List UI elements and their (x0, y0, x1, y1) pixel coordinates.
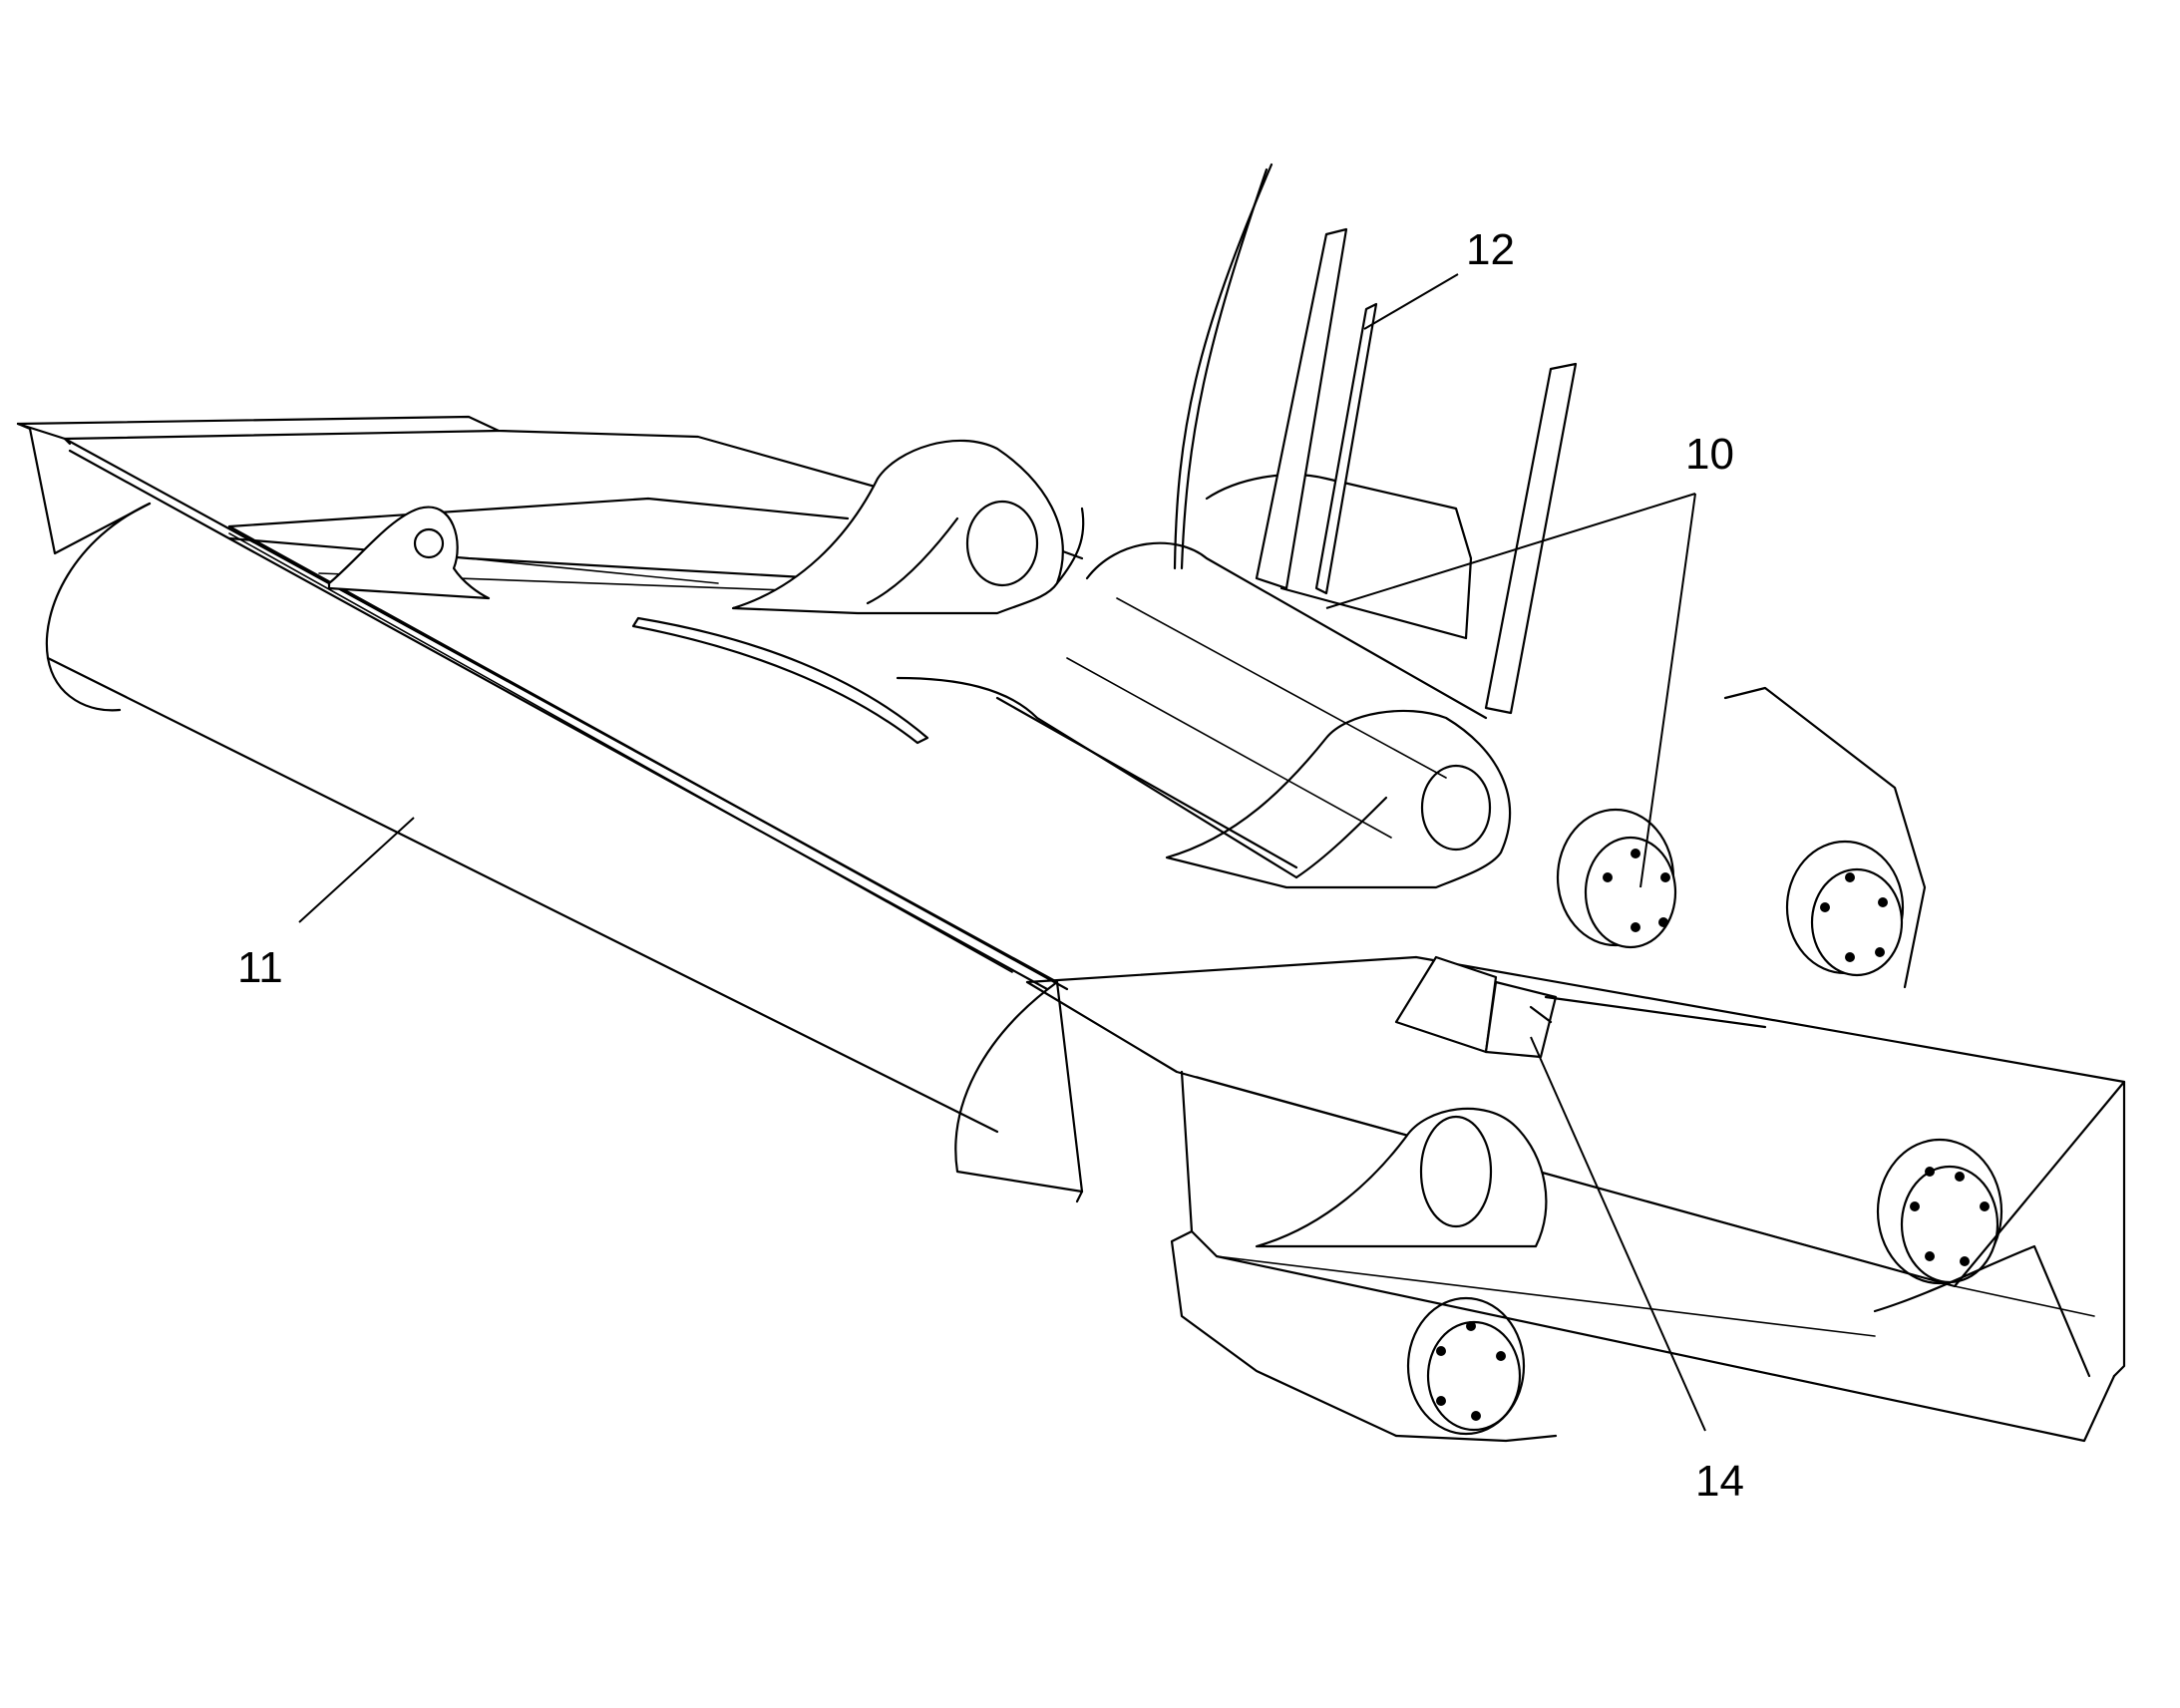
cross-beam (1025, 955, 2126, 1443)
label-10: 10 (1685, 430, 1734, 479)
label-11: 11 (237, 943, 283, 992)
leader-10a (1325, 493, 1696, 609)
end-caps (1406, 808, 2003, 1436)
central-cylinder (896, 541, 1488, 879)
rear-lug-pair (1165, 709, 1511, 889)
leader-12 (1363, 273, 1459, 330)
reference-numerals: 12 10 11 14 (237, 225, 1744, 1506)
label-14: 14 (1695, 1457, 1744, 1506)
leader-14 (1530, 1036, 1706, 1432)
leader-11 (298, 817, 415, 923)
rear-structure (1173, 163, 1927, 1029)
label-12: 12 (1466, 225, 1515, 274)
leader-lines (298, 273, 1706, 1432)
front-lug-pair (731, 439, 1085, 615)
main-beam (16, 415, 1084, 1203)
leader-10b (1639, 493, 1696, 888)
